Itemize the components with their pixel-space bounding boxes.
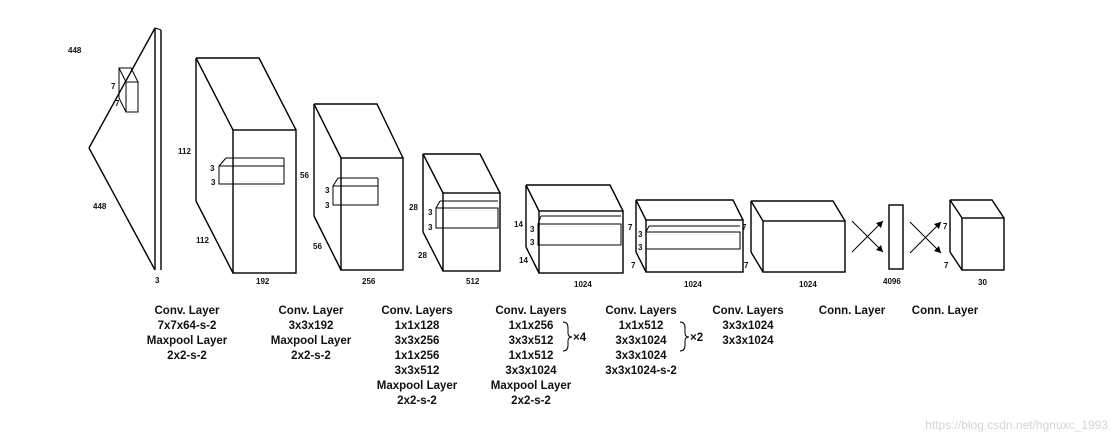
- caption-line: 3x3x512: [395, 365, 440, 377]
- layer-4-height-label: 28: [409, 203, 418, 212]
- layer-6-width-label: 7: [631, 261, 636, 270]
- layer-2-depth-label: 192: [256, 277, 270, 286]
- caption-line: Conv. Layer: [155, 305, 220, 317]
- layer-7-width-label: 7: [744, 261, 749, 270]
- layer-2-kernel-w-label: 3: [211, 178, 216, 187]
- layer-6-depth-label: 1024: [684, 280, 702, 289]
- layer-8-size-label: 4096: [883, 277, 901, 286]
- repeat-count-x2: ×2: [690, 332, 703, 344]
- caption-line: 3x3x1024: [505, 365, 557, 377]
- layer-3-depth-label: 256: [362, 277, 376, 286]
- layer-4-width-label: 28: [418, 251, 427, 260]
- caption-line: 2x2-s-2: [291, 350, 331, 362]
- layer-5-height-label: 14: [514, 220, 523, 229]
- layer-3-height-label: 56: [300, 171, 309, 180]
- layer-9-depth-label: 30: [978, 278, 987, 287]
- layer-3-kernel-w-label: 3: [325, 201, 330, 210]
- layer-6-kernel-w-label: 3: [638, 243, 643, 252]
- caption-line: Conv. Layer: [279, 305, 344, 317]
- fc-connection-arrows-2: [909, 221, 942, 254]
- layer-5-kernel-h-label: 3: [530, 225, 535, 234]
- caption-layer-2: Conv. Layer 3x3x192 Maxpool Layer 2x2-s-…: [271, 305, 352, 362]
- layer-3-width-label: 56: [313, 242, 322, 251]
- layer-5-kernel-w-label: 3: [530, 238, 535, 247]
- caption-line: 1x1x512: [509, 350, 554, 362]
- caption-layer-1: Conv. Layer 7x7x64-s-2 Maxpool Layer 2x2…: [147, 305, 228, 362]
- caption-line: 3x3x1024: [722, 320, 774, 332]
- layer-5-depth-label: 1024: [574, 280, 592, 289]
- caption-line: Maxpool Layer: [147, 335, 228, 347]
- repeat-brace-x4: [562, 321, 573, 352]
- layer-9-height-label: 7: [943, 222, 948, 231]
- layer-5-volume: [525, 184, 624, 274]
- caption-line: Conv. Layers: [495, 305, 566, 317]
- caption-line: 3x3x1024: [722, 335, 774, 347]
- caption-line: Conv. Layers: [605, 305, 676, 317]
- repeat-count-x4: ×4: [573, 332, 587, 344]
- layer-1-width-label: 448: [93, 202, 107, 211]
- layer-7-volume: [750, 200, 846, 273]
- layer-4-kernel-w-label: 3: [428, 223, 433, 232]
- layer-1-kernel-h-label: 7: [111, 82, 116, 91]
- fc-connection-arrows-1: [851, 220, 884, 253]
- caption-line: Conv. Layers: [712, 305, 783, 317]
- layer-6-kernel-h-label: 3: [638, 230, 643, 239]
- caption-line: 3x3x192: [289, 320, 334, 332]
- layer-1-height-label: 448: [68, 46, 82, 55]
- layer-2-kernel-h-label: 3: [210, 164, 215, 173]
- layer-1-input-volume: [88, 27, 162, 271]
- caption-line: 1x1x256: [509, 320, 554, 332]
- caption-line: 1x1x128: [395, 320, 440, 332]
- layer-4-depth-label: 512: [466, 277, 480, 286]
- watermark: https://blog.csdn.net/hgnuxc_1993: [925, 418, 1108, 432]
- caption-line: 3x3x1024-s-2: [605, 365, 677, 377]
- layer-5-width-label: 14: [519, 256, 528, 265]
- caption-line: 3x3x512: [509, 335, 554, 347]
- layer-7-depth-label: 1024: [799, 280, 817, 289]
- layer-2-height-label: 112: [178, 147, 191, 156]
- caption-line: 3x3x256: [395, 335, 440, 347]
- layer-2-width-label: 112: [196, 236, 209, 245]
- layer-3-volume: [313, 103, 404, 271]
- caption-line: Maxpool Layer: [271, 335, 352, 347]
- caption-line: Maxpool Layer: [377, 380, 458, 392]
- caption-layer-6: Conv. Layers 3x3x1024 3x3x1024: [712, 305, 783, 347]
- layer-1-kernel-w-label: 7: [115, 99, 120, 108]
- caption-layer-5: Conv. Layers 1x1x512 3x3x1024 3x3x1024 3…: [605, 305, 677, 377]
- caption-line: 3x3x1024: [615, 335, 667, 347]
- layer-4-volume: [422, 153, 501, 272]
- caption-line: Maxpool Layer: [491, 380, 572, 392]
- caption-line: 1x1x256: [395, 350, 440, 362]
- layer-3-kernel-h-label: 3: [325, 186, 330, 195]
- repeat-brace-x2: [679, 321, 690, 352]
- layer-9-width-label: 7: [944, 261, 949, 270]
- layer-4-kernel-h-label: 3: [428, 208, 433, 217]
- caption-line: 2x2-s-2: [511, 395, 551, 407]
- layer-8-fc-bar: [888, 204, 904, 270]
- caption-line: 2x2-s-2: [167, 350, 207, 362]
- caption-layer-4: Conv. Layers 1x1x256 3x3x512 1x1x512 3x3…: [491, 305, 572, 407]
- caption-line: 1x1x512: [619, 320, 664, 332]
- layer-9-output-volume: [949, 199, 1005, 271]
- caption-line: 2x2-s-2: [397, 395, 437, 407]
- layer-1-depth-label: 3: [155, 276, 160, 285]
- layer-6-volume: [635, 199, 744, 273]
- caption-conn-layer-1: Conn. Layer: [819, 305, 886, 317]
- caption-layer-3: Conv. Layers 1x1x128 3x3x256 1x1x256 3x3…: [377, 305, 458, 407]
- layer-6-height-label: 7: [628, 223, 633, 232]
- caption-line: 7x7x64-s-2: [158, 320, 217, 332]
- layer-2-volume: [195, 57, 297, 274]
- caption-line: 3x3x1024: [615, 350, 667, 362]
- layer-7-height-label: 7: [742, 223, 747, 232]
- caption-line: Conv. Layers: [381, 305, 452, 317]
- caption-conn-layer-2: Conn. Layer: [912, 305, 979, 317]
